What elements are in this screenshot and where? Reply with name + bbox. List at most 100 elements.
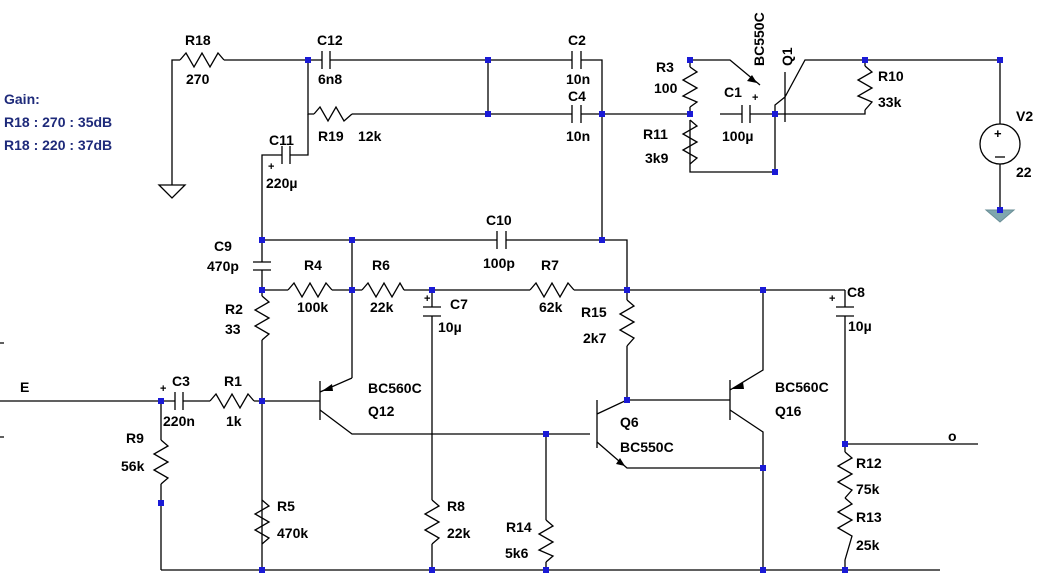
label-q1-value: BC550C <box>751 12 767 66</box>
label-c2-value: 10n <box>566 71 590 87</box>
capacitor-c12 <box>321 51 331 69</box>
label-r18-value: 270 <box>186 71 210 87</box>
resistor-r13 <box>836 497 854 561</box>
label-v2-name: V2 <box>1016 108 1033 124</box>
label-q16-name: Q16 <box>775 403 802 419</box>
label-c9-name: C9 <box>214 238 232 254</box>
label-q16-value: BC560C <box>775 379 829 395</box>
resistor-r5 <box>253 499 271 545</box>
gain-note: Gain: R18 : 270 : 35dB R18 : 220 : 37dB <box>4 91 112 153</box>
resistor-r14 <box>537 519 555 563</box>
label-r12-value: 75k <box>856 481 880 497</box>
label-r15-value: 2k7 <box>583 330 607 346</box>
resistor-r19 <box>313 105 353 123</box>
label-r5-value: 470k <box>277 525 308 541</box>
component-labels: R18 270 C12 6n8 C2 10n C4 10n R19 12k C1… <box>20 12 1033 561</box>
capacitor-c11: + <box>268 146 291 173</box>
label-c10-name: C10 <box>486 212 512 228</box>
svg-text:+: + <box>268 161 274 173</box>
label-r8-name: R8 <box>447 498 465 514</box>
resistors <box>152 51 874 563</box>
label-r15-name: R15 <box>581 304 607 320</box>
label-c1-name: C1 <box>724 84 742 100</box>
junction-dots <box>158 57 1003 573</box>
svg-text:+: + <box>994 126 1002 141</box>
resistor-r4 <box>287 281 333 299</box>
wires <box>0 59 1001 571</box>
label-r11-name: R11 <box>643 126 668 142</box>
voltage-source-v2: + <box>979 123 1021 165</box>
label-r9-value: 56k <box>121 458 145 474</box>
gain-note-line-2: R18 : 220 : 37dB <box>4 137 112 153</box>
label-r3-value: 100 <box>654 80 678 96</box>
resistor-r18 <box>179 51 225 69</box>
label-c2-name: C2 <box>568 32 586 48</box>
label-c7-name: C7 <box>450 296 468 312</box>
label-r10-name: R10 <box>878 68 904 84</box>
resistor-r15 <box>618 299 636 347</box>
label-c4-name: C4 <box>568 88 586 104</box>
capacitor-c3: + <box>160 383 184 410</box>
label-c12-name: C12 <box>317 32 343 48</box>
resistor-r2 <box>253 295 271 341</box>
label-c8-name: C8 <box>847 284 865 300</box>
q12-arrow <box>322 384 333 391</box>
label-q6-value: BC550C <box>620 439 674 455</box>
label-r6-name: R6 <box>372 257 390 273</box>
resistor-r10 <box>856 65 874 111</box>
label-r10-value: 33k <box>878 94 902 110</box>
label-q12-name: Q12 <box>368 403 395 419</box>
label-r19-value: 12k <box>358 128 382 144</box>
label-r18-name: R18 <box>185 32 211 48</box>
label-r19-name: R19 <box>318 128 344 144</box>
label-r5-name: R5 <box>277 498 295 514</box>
label-c3-name: C3 <box>172 373 190 389</box>
transistor-arrows <box>322 75 757 466</box>
capacitor-c1: + <box>741 92 758 123</box>
label-q6-name: Q6 <box>620 414 639 430</box>
output-port-label: o <box>948 428 957 444</box>
label-v2-value: 22 <box>1016 164 1032 180</box>
label-c4-value: 10n <box>566 128 590 144</box>
capacitor-c8: + <box>829 293 854 317</box>
label-c8-value: 10µ <box>848 318 872 334</box>
label-r7-value: 62k <box>539 299 563 315</box>
label-c10-value: 100p <box>483 255 515 271</box>
label-c7-value: 10µ <box>438 319 462 335</box>
label-r3-name: R3 <box>656 59 674 75</box>
label-r11-value: 3k9 <box>645 150 669 166</box>
resistor-r8 <box>423 499 441 545</box>
capacitor-c7: + <box>423 293 441 317</box>
label-r14-value: 5k6 <box>505 545 529 561</box>
capacitors: + + + + + <box>160 51 854 410</box>
capacitor-c2 <box>571 51 582 69</box>
resistor-r3 <box>681 66 699 108</box>
label-c12-value: 6n8 <box>318 71 342 87</box>
resistor-r7 <box>529 281 575 299</box>
capacitor-c9 <box>253 261 271 271</box>
resistor-r12 <box>836 451 854 499</box>
gain-note-title: Gain: <box>4 91 40 107</box>
label-q1-name: Q1 <box>779 47 795 66</box>
ground-icon <box>157 184 187 199</box>
label-c9-value: 470p <box>207 258 239 274</box>
label-r7-name: R7 <box>541 257 559 273</box>
resistor-r9 <box>152 439 170 485</box>
q1-arrow <box>747 75 757 83</box>
label-r4-value: 100k <box>297 299 328 315</box>
resistor-r6 <box>361 281 405 299</box>
label-r9-name: R9 <box>126 430 144 446</box>
q16-arrow <box>732 382 744 389</box>
label-q12-value: BC560C <box>368 380 422 396</box>
input-port-label: E <box>20 379 29 395</box>
label-r13-value: 25k <box>856 537 880 553</box>
resistor-r11 <box>681 119 699 165</box>
label-r13-name: R13 <box>856 509 882 525</box>
capacitor-c4 <box>571 105 582 123</box>
label-r6-value: 22k <box>370 299 394 315</box>
svg-text:+: + <box>160 383 166 395</box>
label-r14-name: R14 <box>506 519 532 535</box>
label-r8-value: 22k <box>447 525 471 541</box>
label-r12-name: R12 <box>856 455 882 471</box>
